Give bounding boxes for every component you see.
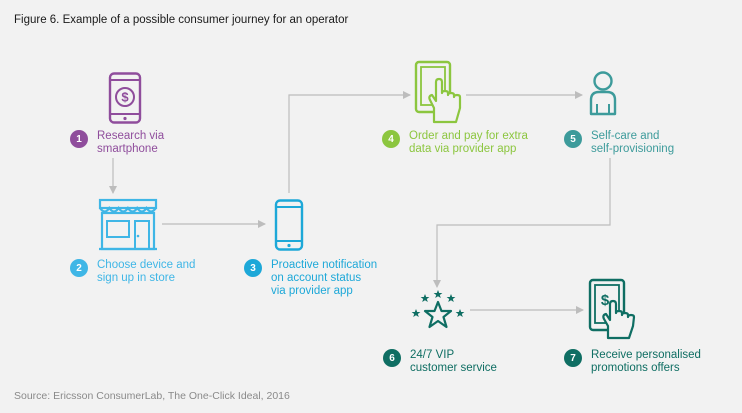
figure-title: Figure 6. Example of a possible consumer… [14, 14, 349, 26]
tablet-dollar-touch-icon: $ [588, 278, 636, 340]
step-label: Research via smartphone [97, 130, 165, 155]
figure-source: Source: Ericsson ConsumerLab, The One-Cl… [14, 390, 290, 402]
person-icon [589, 71, 617, 116]
store-icon [98, 198, 158, 251]
step-7: 7 Receive personalised promotions offers [564, 349, 701, 375]
svg-text:$: $ [121, 90, 129, 105]
step-label: Order and pay for extra data via provide… [409, 130, 528, 155]
step-4: 4 Order and pay for extra data via provi… [382, 130, 528, 156]
step-6: 6 24/7 VIP customer service [383, 349, 497, 375]
step-number-badge: 1 [70, 130, 88, 148]
step-label: 24/7 VIP customer service [410, 349, 497, 374]
step-1: 1 Research via smartphone [70, 130, 164, 156]
arrow-3-to-4 [288, 91, 411, 193]
step-number-badge: 7 [564, 349, 582, 367]
step-label: Proactive notification on account status… [271, 259, 378, 297]
step-label: Choose device and sign up in store [97, 259, 196, 284]
step-label: Self-care and self-provisioning [591, 130, 675, 155]
step-number-badge: 5 [564, 130, 582, 148]
arrow-5-to-6 [433, 158, 611, 288]
step-number-badge: 4 [382, 130, 400, 148]
svg-text:$: $ [601, 292, 610, 309]
step-2: 2 Choose device and sign up in store [70, 259, 195, 285]
smartphone-dollar-icon: $ [108, 72, 142, 124]
step-5: 5 Self-care and self-provisioning [564, 130, 674, 156]
step-3: 3 Proactive notification on account stat… [244, 259, 377, 298]
smartphone-icon [274, 199, 304, 251]
step-number-badge: 6 [383, 349, 401, 367]
star-service-icon [411, 290, 465, 329]
step-label: Receive personalised promotions offers [591, 349, 701, 374]
tablet-touch-icon [414, 60, 462, 124]
step-number-badge: 2 [70, 259, 88, 277]
step-number-badge: 3 [244, 259, 262, 277]
